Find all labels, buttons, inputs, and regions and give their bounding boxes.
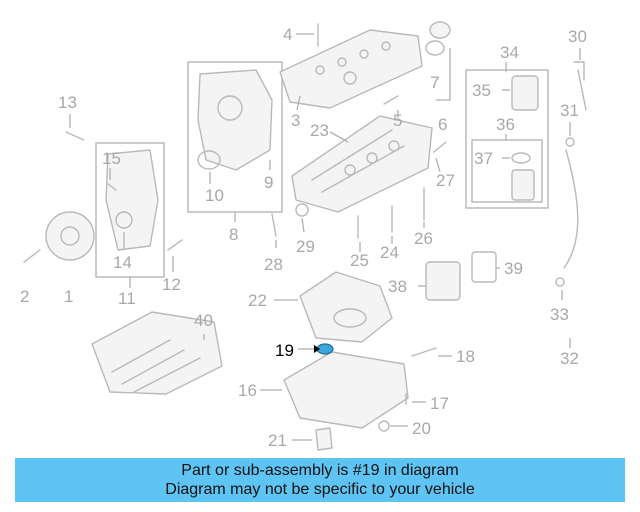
- bracket-5: [383, 95, 399, 105]
- lower-oil-pan: [283, 351, 409, 429]
- bracket-18: [411, 347, 437, 357]
- callout-17: 17: [430, 394, 449, 413]
- upper-oil-pan: [299, 271, 393, 343]
- cylinder-head-detail: [311, 129, 405, 193]
- plug-20: [378, 420, 390, 432]
- timing-cover-seal: [217, 95, 243, 121]
- callout-21: 21: [268, 431, 287, 450]
- callout-29: 29: [296, 237, 315, 256]
- callout-40: 40: [194, 311, 213, 330]
- callout-26: 26: [414, 229, 433, 248]
- callout-6: 6: [438, 115, 447, 134]
- sensor-28: [271, 213, 277, 237]
- oil-level-sensor: [315, 427, 333, 451]
- callout-31: 31: [560, 101, 579, 120]
- callout-36: 36: [496, 115, 515, 134]
- callout-15: 15: [102, 149, 121, 168]
- callout-35: 35: [472, 81, 491, 100]
- oil-filler-cap: [429, 21, 451, 39]
- callout-7: 7: [430, 73, 439, 92]
- timing-cover: [197, 69, 273, 171]
- callout-30: 30: [568, 27, 587, 46]
- intake-runners: [111, 339, 201, 393]
- callout-2: 2: [20, 287, 29, 306]
- sensor-29: [295, 203, 309, 217]
- callout-19: 19: [275, 341, 294, 360]
- leader-lines: [69, 33, 581, 441]
- seal-31: [565, 137, 575, 147]
- info-banner: Part or sub-assembly is #19 in diagram D…: [15, 458, 625, 502]
- screw-15: [107, 183, 117, 191]
- callout-34: 34: [500, 43, 519, 62]
- callout-16: 16: [238, 381, 257, 400]
- callout-37: 37: [474, 149, 493, 168]
- crankshaft-pulley: [45, 211, 95, 261]
- seal-10: [197, 150, 221, 170]
- callout-5: 5: [393, 111, 402, 130]
- head-cover-ribs: [315, 41, 391, 85]
- clip-30: [573, 61, 585, 81]
- crank-seal-14: [115, 211, 133, 229]
- front-cover: [105, 149, 159, 251]
- callout-4: 4: [283, 25, 292, 44]
- callout-39: 39: [504, 259, 523, 278]
- cylinder-head: [291, 115, 433, 213]
- callout-18: 18: [456, 347, 475, 366]
- seal-33: [555, 277, 565, 287]
- callout-24: 24: [380, 243, 399, 262]
- callout-13: 13: [58, 93, 77, 112]
- callout-numbers: 1 2 3 4 5 6 7 8 9 10 11 12 13 14 15 16 1…: [20, 25, 587, 450]
- callout-22: 22: [248, 291, 267, 310]
- banner-line-2: Diagram may not be specific to your vehi…: [165, 481, 475, 498]
- callout-23: 23: [310, 121, 329, 140]
- cap-seal: [425, 40, 445, 56]
- callout-9: 9: [264, 173, 273, 192]
- callout-25: 25: [350, 251, 369, 270]
- callout-8: 8: [229, 225, 238, 244]
- o-ring-37: [511, 152, 531, 164]
- callout-12: 12: [162, 275, 181, 294]
- cylinder-head-cover: [279, 29, 423, 109]
- group-box-36: [471, 139, 543, 203]
- callout-32: 32: [560, 349, 579, 368]
- pulley-hub: [60, 226, 80, 246]
- callout-3: 3: [291, 111, 300, 130]
- pin-13: [65, 131, 85, 141]
- callout-38: 38: [388, 277, 407, 296]
- bolt-12: [167, 239, 183, 251]
- callout-11: 11: [118, 289, 136, 308]
- oil-filter-element: [511, 169, 535, 201]
- callout-10: 10: [205, 186, 224, 205]
- callout-20: 20: [412, 419, 431, 438]
- group-box-34: [465, 69, 549, 209]
- callout-19-arrowhead: [314, 345, 320, 353]
- callout-27: 27: [436, 171, 455, 190]
- pan-opening: [333, 308, 367, 328]
- pin-27: [433, 141, 447, 153]
- oil-cooler: [425, 261, 461, 301]
- callout-28: 28: [264, 255, 283, 274]
- pulley-bolt: [23, 249, 41, 263]
- callout-14: 14: [113, 253, 132, 272]
- intake-manifold: [91, 311, 223, 395]
- callout-1: 1: [64, 287, 73, 306]
- dipstick: [577, 69, 587, 111]
- dipstick-tube: [563, 149, 579, 269]
- oil-filter-housing: [511, 75, 539, 111]
- cooler-gasket: [471, 251, 497, 283]
- callout-33: 33: [550, 305, 569, 324]
- banner-line-1: Part or sub-assembly is #19 in diagram: [181, 462, 459, 479]
